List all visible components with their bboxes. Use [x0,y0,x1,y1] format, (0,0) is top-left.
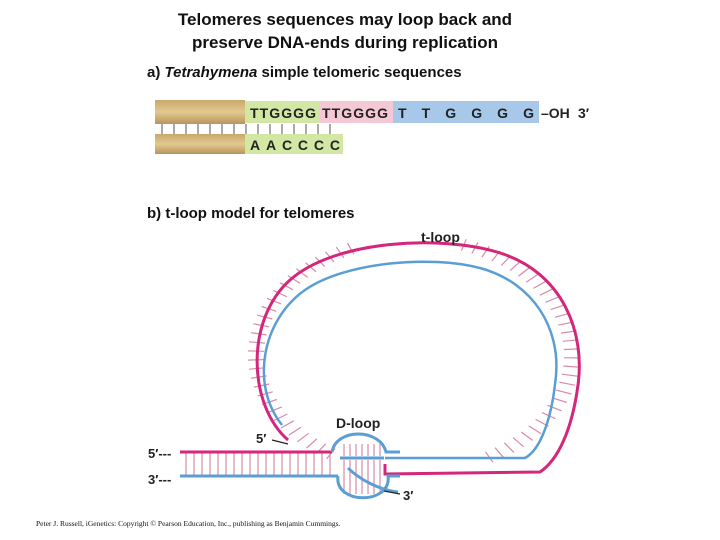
loop-rung [525,273,539,283]
loop-rung [533,280,547,289]
three-prime-end-strand [346,466,399,494]
repeat-box-3 [393,101,539,123]
repeat-seq-1: TTGGGG [250,105,316,121]
t-loop-label: t-loop [421,229,460,245]
loop-rung [563,365,580,368]
loop-rung [559,381,575,386]
loop-rung [272,289,288,298]
loop-rung [296,432,309,443]
slide-title: Telomeres sequences may loop back and pr… [0,8,690,54]
five-prime-left-label: 5′--- [148,446,171,461]
loop-rung [494,447,505,459]
title-line-1: Telomeres sequences may loop back and [177,10,513,29]
loop-outer-magenta-strand [255,241,581,476]
loop-rung [518,267,531,277]
panel-a-heading: a) Tetrahymena simple telomeric sequence… [147,64,462,81]
panel-b-tloop: t-loop D-loop 5′--- 3′--- 5′ 3′ [148,229,581,503]
panel-a-letter: a) [147,64,161,81]
loop-inner-blue-strand [262,260,558,460]
five-prime-pointer [271,439,289,445]
loop-rung [547,404,562,412]
image-credit: Peter J. Russell, iGenetics: Copyright ©… [36,519,341,528]
bottom-seq-box [245,134,343,154]
loop-rung [550,304,566,311]
bottom-strand-backbone [155,134,245,154]
loop-rung [512,437,524,448]
loop-rung [509,260,521,272]
three-prime-left-label: 3′--- [148,472,171,487]
three-prime-pointer [383,490,401,495]
loop-rung [287,275,301,284]
dloop-upper-strand [330,432,400,454]
stem-rungs [185,453,331,475]
loop-rung [306,438,318,449]
loop-rung [545,295,560,303]
panel-a-base-pair-rungs [161,124,331,134]
loop-rung [267,406,283,414]
repeat-box-1 [245,101,319,123]
loop-rung [279,282,294,291]
loop-rung [253,383,270,388]
dloop-lower-strand [336,474,400,500]
loop-rung [280,420,295,429]
loop-rung [288,426,302,436]
loop-rung [296,268,309,278]
loop-rung [273,413,288,422]
five-prime-end-label: 5′ [256,431,266,446]
loop-rung [528,425,542,435]
panel-a-organism: Tetrahymena [164,64,258,81]
loop-rung [503,442,515,453]
top-strand-backbone [155,100,245,124]
title-line-2: preserve DNA-ends during replication [191,33,499,52]
three-prime-label-a: 3′ [578,105,590,121]
loop-rung [335,246,345,259]
oh-label: –OH [541,105,570,121]
loop-rung [561,373,578,377]
repeat-seq-2: TTGGGG [322,105,388,121]
dloop-rungs [343,444,381,494]
loop-rung [346,242,355,255]
panel-a-dna: TTGGGG TTGGGG TTGGGG AACCCC –OH 3′ [155,100,590,154]
tloop-rungs [248,238,580,463]
panel-b-heading: b) t-loop model for telomeres [147,205,355,222]
loop-rung [539,288,554,296]
panel-a-heading-text: simple telomeric sequences [261,64,462,81]
loop-rung [555,389,572,395]
loop-rung [552,397,568,404]
three-prime-end-label: 3′ [403,488,413,503]
repeat-box-2 [319,101,393,123]
loop-rung [520,431,533,441]
d-loop-label: D-loop [336,415,380,431]
